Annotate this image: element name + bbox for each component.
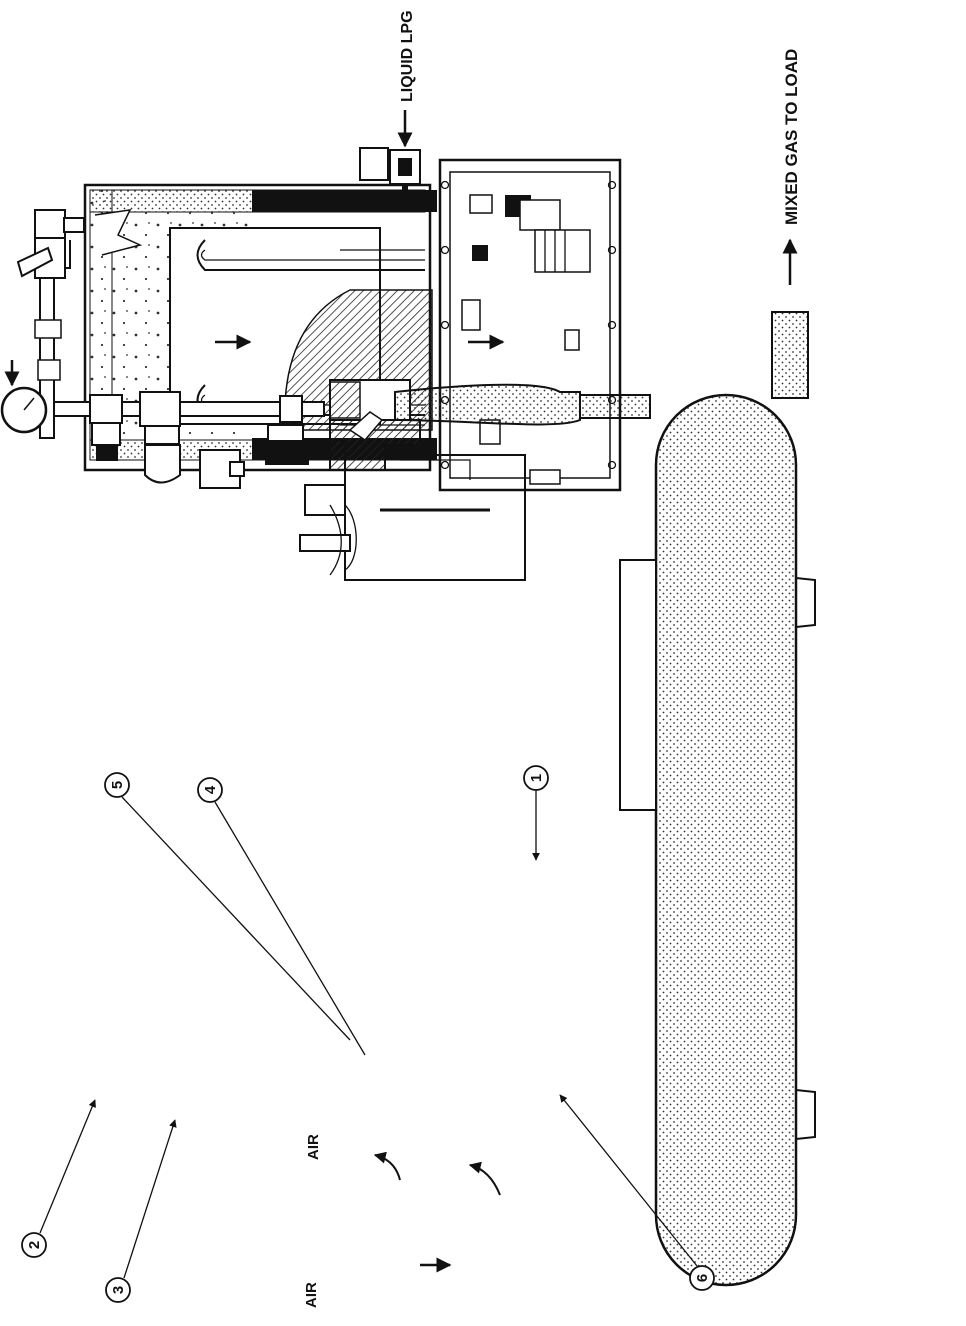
svg-text:2: 2 (26, 1241, 43, 1249)
lpg-inlet: LIQUID LPG (397, 10, 416, 148)
air-box (299, 445, 526, 581)
svg-text:5: 5 (109, 781, 126, 789)
callout-3: 3 (105, 1119, 177, 1303)
control-panel (438, 158, 622, 492)
callout-6: 6 (559, 1094, 715, 1291)
svg-text:4: 4 (202, 785, 219, 794)
callout-2: 2 (21, 1099, 96, 1258)
svg-text:6: 6 (694, 1274, 711, 1282)
mixed-gas-outlet: MIXED GAS TO LOAD (782, 49, 801, 285)
callout-1: 1 (523, 765, 549, 861)
air-label-bottom: AIR (303, 1282, 320, 1308)
venturi-mixer (265, 383, 651, 471)
svg-text:1: 1 (528, 774, 545, 782)
callout-4: 4 (197, 777, 366, 1056)
flow-arrows (4, 334, 505, 1273)
liquid-lpg-label: LIQUID LPG (399, 10, 416, 102)
svg-text:3: 3 (110, 1286, 127, 1294)
mixed-gas-label: MIXED GAS TO LOAD (782, 49, 801, 225)
air-label-top: AIR (305, 1134, 322, 1160)
callout-5: 5 (104, 772, 351, 1041)
mixing-tank (619, 311, 816, 1287)
